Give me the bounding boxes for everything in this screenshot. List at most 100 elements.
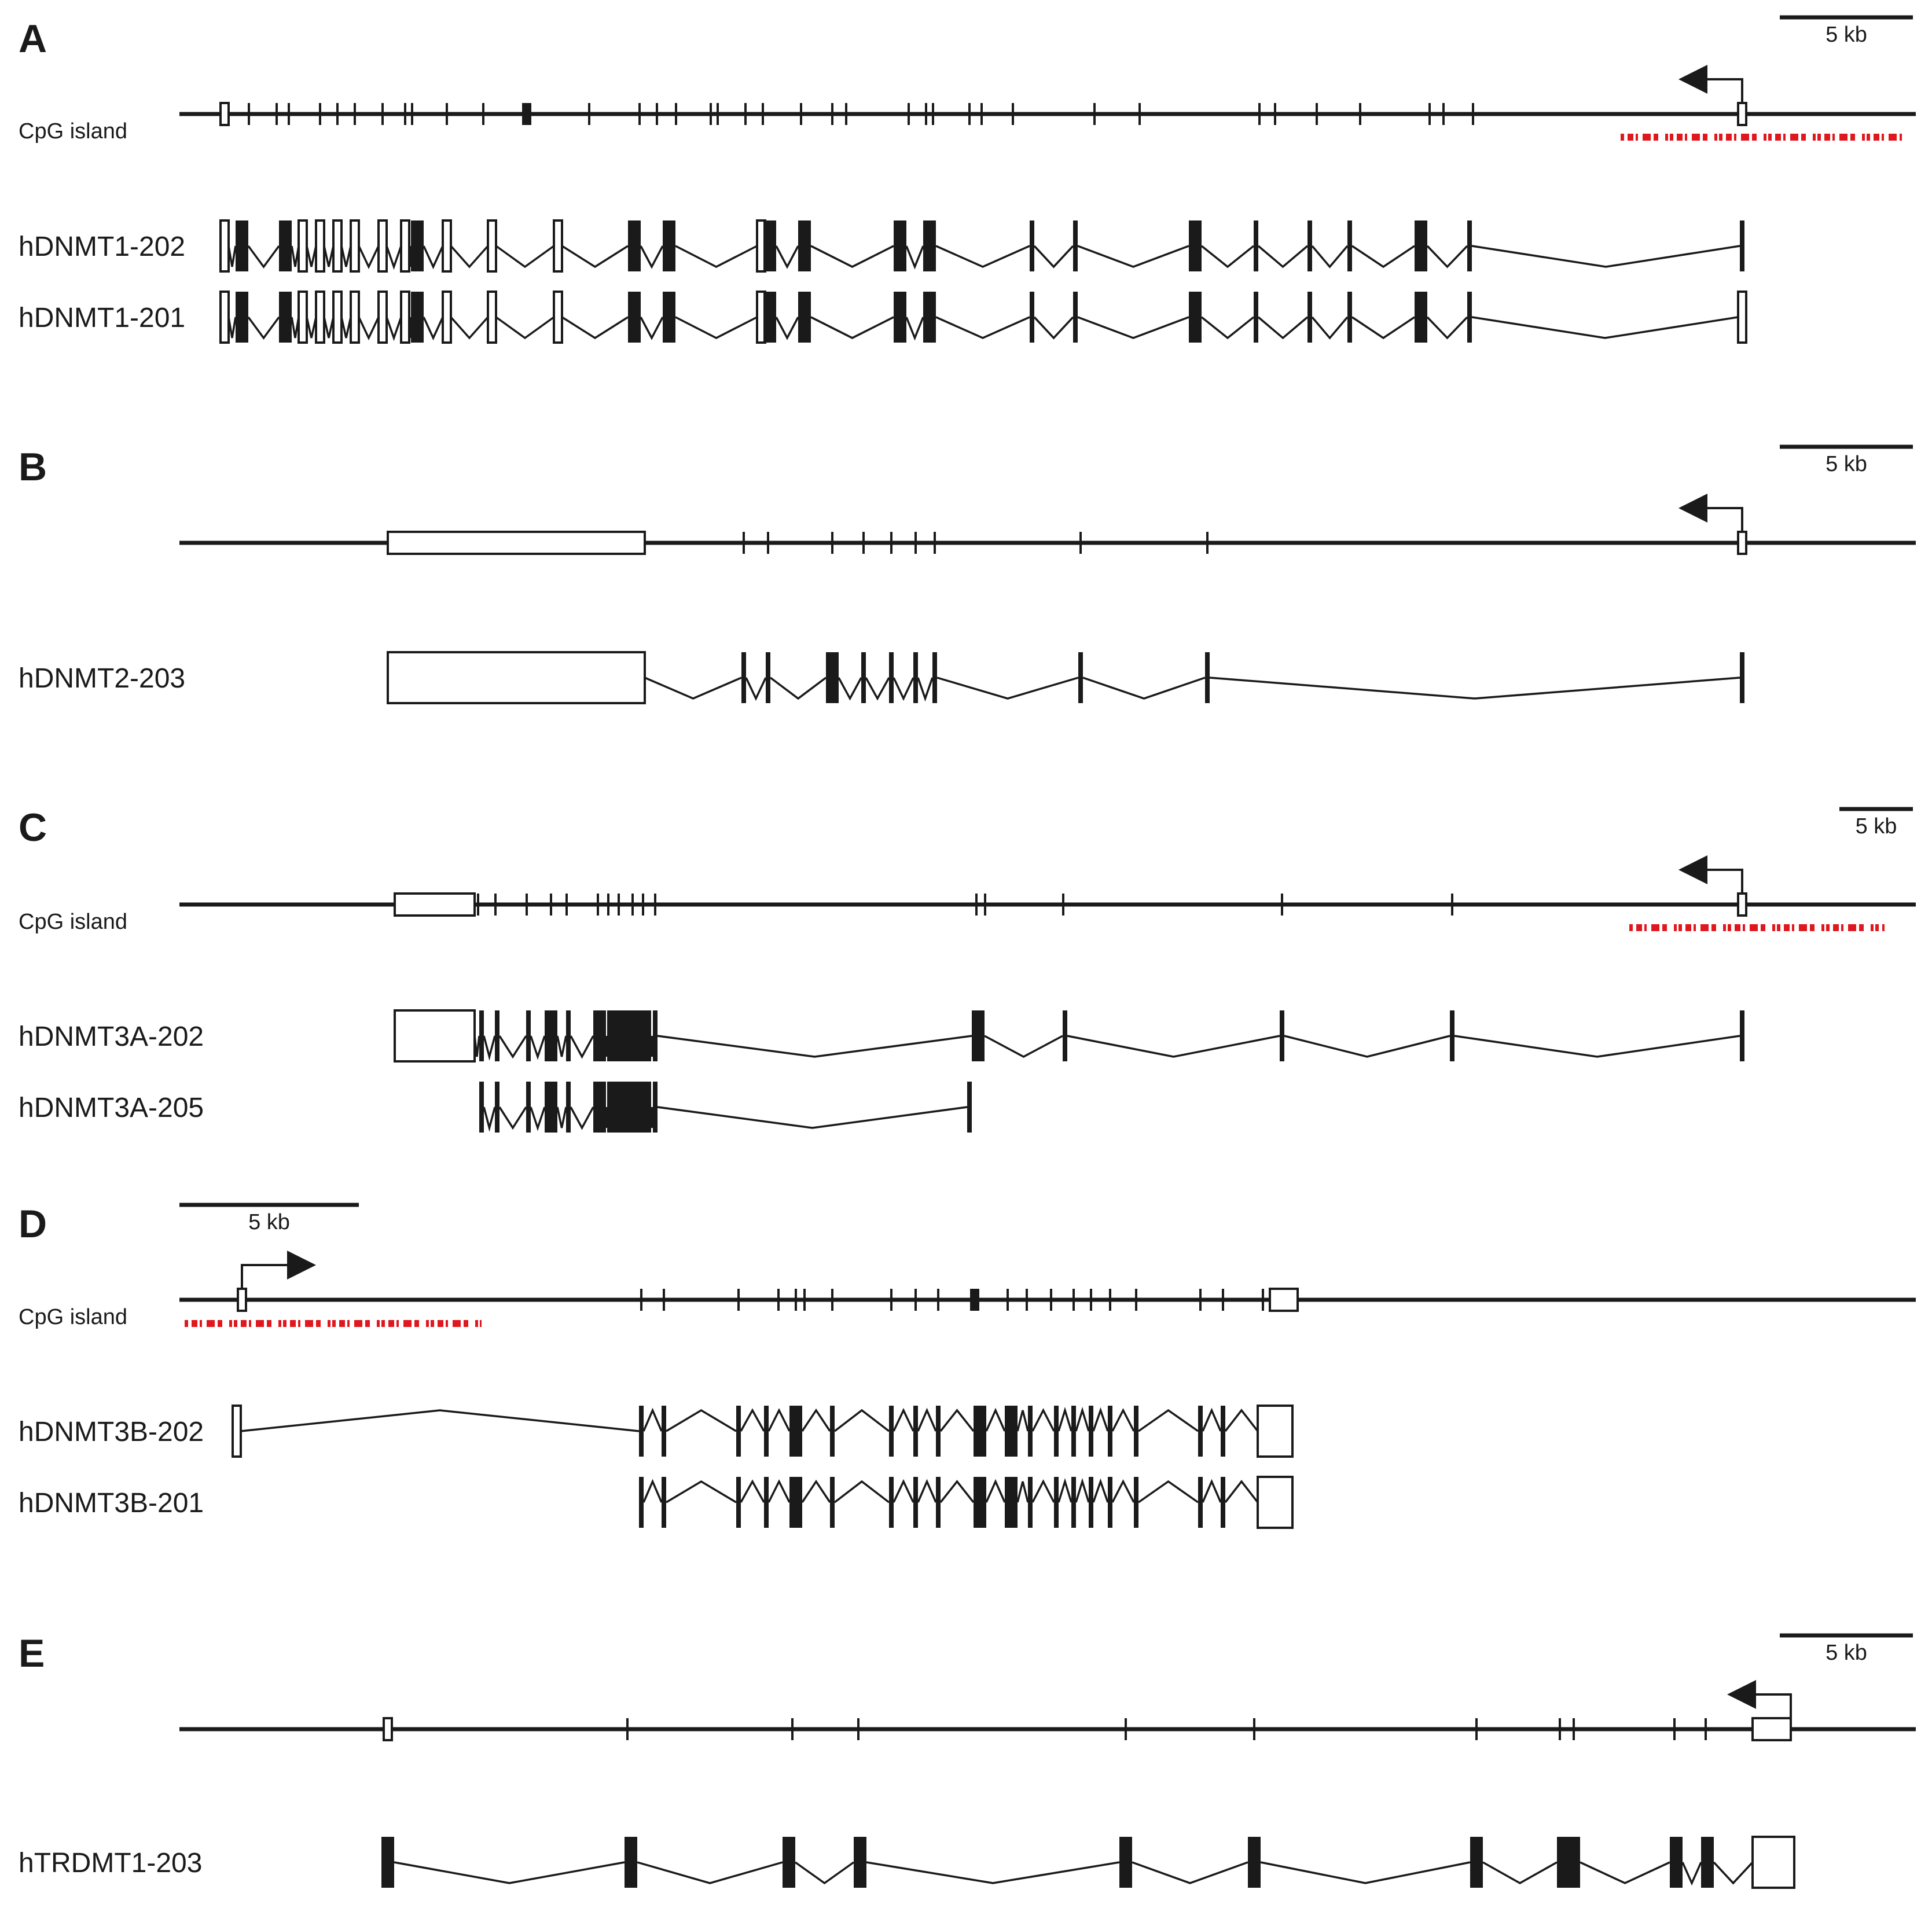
exon-bar	[495, 1082, 499, 1133]
cpg-mark	[1764, 134, 1766, 141]
cpg-mark	[414, 1320, 419, 1327]
intron-line	[657, 1035, 972, 1058]
cpg-mark	[185, 1320, 188, 1327]
cpg-mark	[1799, 924, 1807, 931]
cpg-mark	[1714, 134, 1717, 141]
exon-bar	[1073, 220, 1078, 271]
intron-line	[939, 1480, 975, 1503]
transcription-start-arrow	[1678, 494, 1743, 532]
exon-block	[1470, 1837, 1483, 1888]
intron-line	[935, 245, 1030, 268]
cpg-mark	[1841, 924, 1843, 931]
intron-line	[1132, 1861, 1248, 1884]
cpg-mark	[1810, 924, 1815, 931]
panel-letter: E	[19, 1631, 45, 1675]
cpg-mark	[1792, 924, 1794, 931]
cpg-island-label: CpG island	[19, 910, 127, 934]
exon-block	[974, 1477, 986, 1528]
cpg-mark	[1734, 134, 1736, 141]
cpg-mark	[1743, 924, 1745, 931]
intron-line	[1351, 245, 1415, 269]
intron-line	[866, 1861, 1120, 1884]
exon-tick	[319, 103, 321, 125]
exon-box	[522, 103, 531, 125]
intron-line	[985, 1407, 1006, 1432]
exon-tick	[1442, 103, 1445, 125]
intron-line	[1471, 316, 1739, 339]
exon-bar	[479, 1010, 484, 1061]
intron-line	[358, 245, 380, 270]
exon-block	[593, 1010, 606, 1061]
exon-bar	[1134, 1406, 1138, 1457]
intron-line	[892, 677, 914, 701]
exon-tick	[925, 103, 927, 125]
transcript-hdnmt2-203: hDNMT2-203	[19, 651, 1744, 704]
exon-bar	[1221, 1477, 1225, 1528]
intron-line	[675, 245, 758, 268]
arrow-stem	[1706, 507, 1743, 532]
cpg-mark	[1772, 924, 1775, 931]
exon-bar	[830, 1406, 835, 1457]
exon-block	[854, 1837, 866, 1888]
exon-bar	[639, 1477, 644, 1528]
transcript-label: hDNMT3B-201	[19, 1488, 204, 1519]
cpg-mark	[1813, 134, 1816, 141]
exon-tick	[1281, 894, 1283, 916]
exon-tick	[565, 894, 568, 916]
intron-line	[801, 1479, 831, 1503]
exon-tick	[800, 103, 802, 125]
cpg-mark	[1628, 134, 1633, 141]
intron-line	[1224, 1480, 1259, 1503]
exon-tick	[1079, 532, 1082, 554]
cpg-mark	[1801, 134, 1806, 141]
exon-box	[237, 1288, 247, 1312]
intron-line	[1200, 316, 1255, 340]
intron-line	[227, 245, 237, 267]
exon-block	[332, 219, 343, 273]
exon-tick	[631, 894, 634, 916]
panel-letter: D	[19, 1202, 47, 1246]
intron-line	[1257, 316, 1309, 340]
exon-tick	[411, 103, 413, 125]
exon-bar	[1063, 1010, 1067, 1061]
cpg-mark	[1783, 134, 1786, 141]
genomic-exon-marks	[383, 1717, 1792, 1741]
exon-block	[1567, 1837, 1580, 1888]
cpg-mark	[316, 1320, 321, 1327]
cpg-mark	[1674, 924, 1677, 931]
intron-line	[1257, 245, 1309, 269]
exon-tick	[1472, 103, 1474, 125]
exon-block	[350, 219, 360, 273]
intron-line	[227, 317, 237, 339]
transcript-label: hDNMT1-202	[19, 231, 185, 262]
cpg-mark	[1723, 924, 1726, 931]
intron-line	[556, 1035, 567, 1057]
transcript-htrdmt1-203: hTRDMT1-203	[19, 1836, 1795, 1889]
exon-box	[1737, 892, 1747, 917]
intron-line	[495, 245, 555, 269]
intron-line	[1200, 245, 1255, 269]
intron-line	[530, 1106, 546, 1131]
cpg-mark	[403, 1320, 412, 1327]
exon-tick	[803, 1289, 806, 1311]
intron-line	[1681, 1862, 1702, 1886]
intron-line	[323, 317, 335, 339]
cpg-mark	[377, 1320, 380, 1327]
exon-block	[923, 220, 936, 271]
cpg-mark	[1832, 134, 1835, 141]
cpg-mark	[218, 1320, 222, 1327]
exon-block	[923, 292, 936, 343]
exon-tick	[857, 1718, 860, 1740]
exon-block	[628, 1082, 641, 1133]
intron-line	[1351, 316, 1415, 340]
exon-tick	[336, 103, 339, 125]
transcript-label: hDNMT3B-202	[19, 1417, 204, 1447]
exon-bar	[861, 652, 866, 703]
exon-block	[553, 291, 563, 344]
intron-line	[323, 245, 335, 267]
intron-line	[240, 1409, 640, 1432]
cpg-mark	[249, 1320, 251, 1327]
cpg-mark	[1700, 924, 1709, 931]
exon-block	[783, 1837, 795, 1888]
intron-line	[1713, 1861, 1754, 1885]
